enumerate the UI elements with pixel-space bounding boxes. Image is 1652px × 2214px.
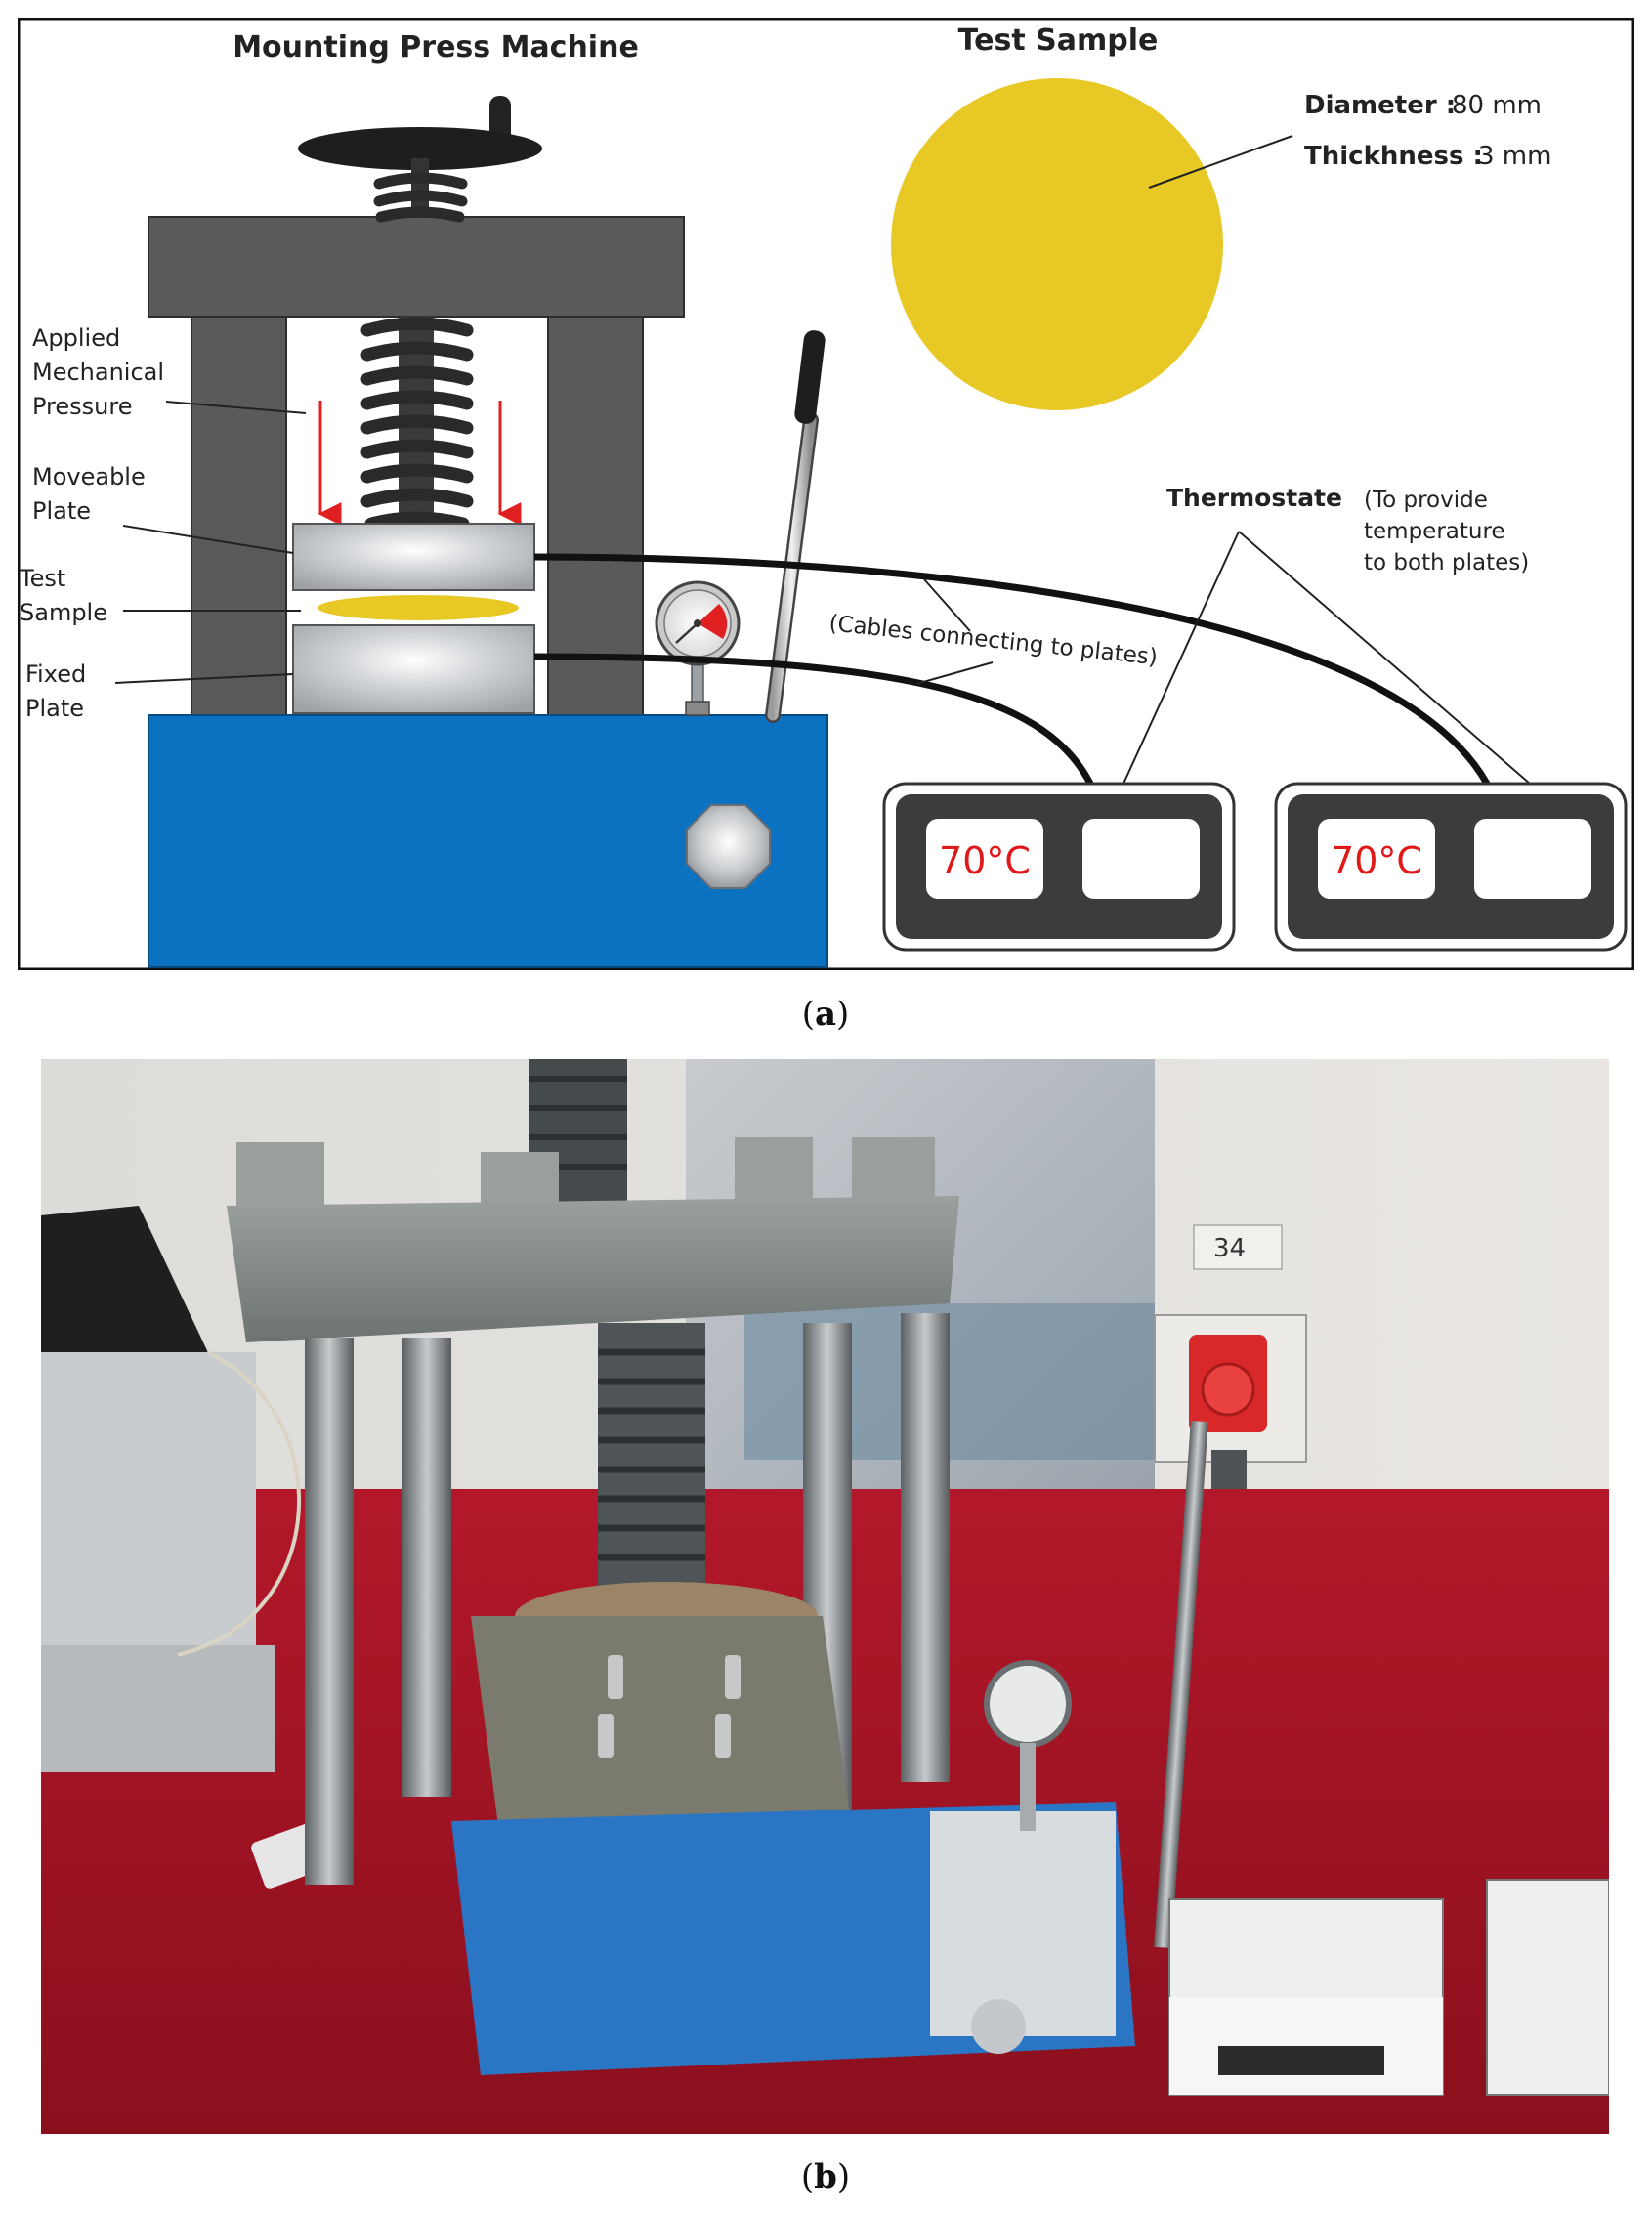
display-left-reading: 70°C — [939, 839, 1031, 882]
thermostate-leader-lines — [1123, 531, 1531, 785]
thickness-value: 3 mm — [1478, 142, 1551, 171]
temperature-controllers-photo — [1168, 1879, 1609, 2096]
label-moveable-plate: Moveable Plate — [32, 463, 152, 525]
test-sample-disc — [318, 595, 519, 620]
diameter-label: Diameter : — [1304, 91, 1456, 120]
fixed-plate — [292, 624, 535, 714]
svg-text:34: 34 — [1213, 1234, 1246, 1263]
display-right-reading: 70°C — [1331, 839, 1422, 882]
cables-leader-lines — [915, 578, 994, 685]
moveable-plate — [292, 523, 535, 591]
diagram-panel-a: Mounting Press Machine Test Sample — [18, 18, 1634, 970]
caption-b: (b) — [800, 2157, 851, 2196]
machine-title: Mounting Press Machine — [233, 30, 639, 64]
label-test-sample: Test Sample — [19, 565, 107, 626]
pressure-gauge — [655, 580, 741, 716]
screw-lower — [360, 317, 474, 532]
left-column — [191, 316, 287, 736]
thermostate-note: (To provide temperature to both plates) — [1364, 488, 1529, 575]
thickness-label: Thickhness : — [1304, 142, 1483, 171]
screw-upper — [373, 172, 468, 223]
base-knob — [686, 804, 771, 889]
press-machine-photo — [227, 1059, 1208, 2075]
sample-title: Test Sample — [958, 23, 1159, 58]
caption-a: (a) — [801, 995, 850, 1034]
left-equipment — [41, 1206, 329, 1889]
photo-panel-b: 34 — [41, 1059, 1609, 2134]
label-fixed-plate: Fixed Plate — [25, 660, 94, 722]
thermostat-controller-right: 70°C — [1274, 782, 1628, 952]
thermostat-controller-left: 70°C — [882, 782, 1236, 952]
right-column — [547, 316, 644, 736]
thermostate-label: Thermostate — [1166, 484, 1342, 512]
sample-leader-line — [1148, 135, 1293, 189]
leader-lines-left — [114, 401, 307, 684]
label-applied-pressure: Applied Mechanical Pressure — [32, 324, 172, 420]
top-crossbeam — [148, 216, 685, 318]
diameter-value: 80 mm — [1452, 91, 1542, 120]
sample-circle — [891, 78, 1223, 410]
cable-upper — [533, 553, 1491, 786]
cable-lower — [533, 653, 1094, 786]
